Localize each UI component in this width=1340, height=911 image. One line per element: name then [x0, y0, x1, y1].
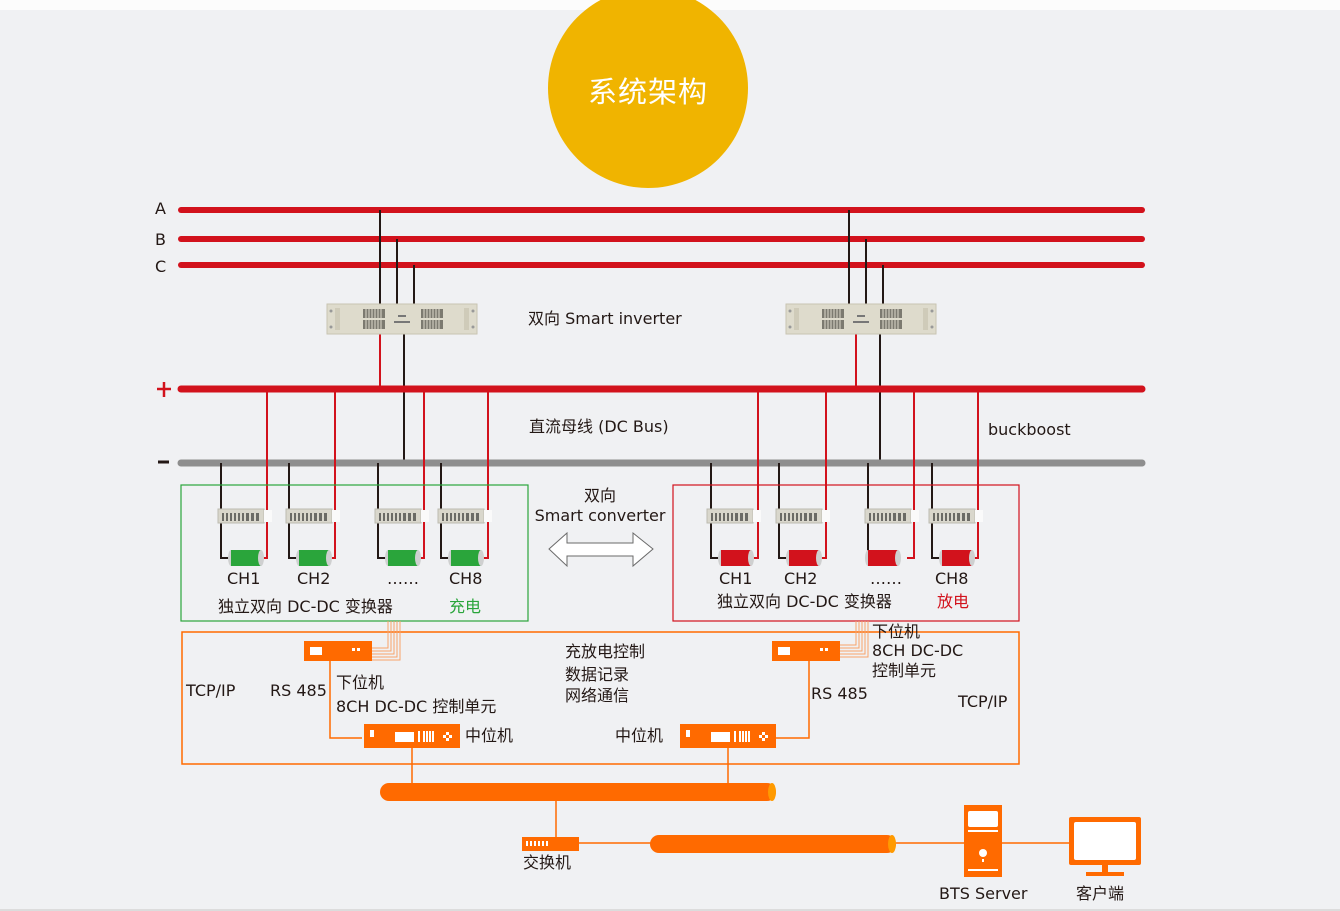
inverter-positive-wires [379, 333, 857, 389]
battery-ch8-charge [448, 550, 484, 566]
dcdc-module-ch1-right [706, 508, 762, 524]
channel-wires-right [710, 389, 979, 559]
discharge-mode-label: 放电 [937, 592, 970, 611]
lower-unit-desc-left: 8CH DC-DC 控制单元 [336, 697, 497, 716]
buckboost-label: buckboost [988, 420, 1071, 439]
smart-inverter-right [785, 303, 937, 335]
tcpip-label-left: TCP/IP [186, 681, 236, 700]
inverter-wires [379, 210, 884, 463]
network-bus-upper [380, 783, 776, 801]
channel-label: CH8 [449, 569, 483, 588]
dc-bus-label: 直流母线 (DC Bus) [529, 417, 669, 436]
channel-label: CH1 [719, 569, 753, 588]
lower-unit-desc-right-2: 控制单元 [872, 661, 937, 680]
dcdc-module-chn-left [374, 508, 430, 524]
control-box [181, 631, 1020, 765]
channel-wires-left [220, 389, 489, 559]
switch-label: 交换机 [523, 853, 572, 872]
network-bus-lower [650, 835, 896, 853]
converter-label-line2: Smart converter [534, 506, 666, 525]
dcdc-module-ch1-left [217, 508, 273, 524]
dcdc-module-chn-right [864, 508, 920, 524]
lower-unit-title-left: 下位机 [336, 673, 385, 692]
rs485-label-right: RS 485 [811, 684, 868, 703]
dcdc-module-ch2-left [285, 508, 341, 524]
bottom-divider [0, 909, 1340, 911]
discharge-group-box [672, 484, 1020, 622]
converter-label-line1: 双向 [583, 486, 616, 505]
inverter-label: 双向 Smart inverter [528, 309, 682, 328]
comm-cables-left [372, 621, 401, 661]
dcdc-module-ch2-right [775, 508, 831, 524]
battery-chn-charge [385, 550, 421, 566]
page-title: 系统架构 [587, 75, 708, 109]
charge-group-box [180, 484, 529, 622]
phase-label-c: C [155, 257, 167, 276]
middle-unit-left [364, 724, 460, 748]
battery-ch2-discharge [786, 550, 822, 566]
server-icon [964, 805, 1002, 877]
function-label: 网络通信 [565, 686, 630, 705]
dcdc-module-ch8-right [928, 508, 984, 524]
server-label: BTS Server [939, 884, 1028, 903]
phase-label-a: A [155, 199, 166, 218]
middle-unit-label-left: 中位机 [465, 726, 514, 745]
group-caption-discharge: 独立双向 DC-DC 变换器 [717, 592, 892, 611]
lower-unit-left [304, 641, 372, 661]
battery-ch1-discharge [718, 550, 754, 566]
channel-label: …… [870, 569, 902, 588]
phase-label-b: B [155, 230, 166, 249]
battery-ch1-charge [228, 550, 264, 566]
battery-ch2-charge [296, 550, 332, 566]
channel-label: …… [387, 569, 419, 588]
group-caption-charge: 独立双向 DC-DC 变换器 [218, 597, 393, 616]
rs485-line-right [776, 661, 810, 739]
ac-phase-lines [178, 207, 1145, 268]
channel-label: CH2 [297, 569, 331, 588]
comm-cables-right [840, 621, 869, 658]
lower-unit-desc-right-1: 8CH DC-DC [872, 641, 964, 660]
bidirectional-arrow-icon [548, 531, 654, 568]
function-label: 数据记录 [565, 665, 630, 684]
tcpip-label-right: TCP/IP [958, 692, 1008, 711]
rs485-label-left: RS 485 [270, 681, 327, 700]
switch-icon [522, 837, 579, 851]
charge-mode-label: 充电 [449, 597, 482, 616]
smart-inverter-left [326, 303, 478, 335]
lower-unit-title-right: 下位机 [872, 622, 921, 641]
channel-label: CH2 [784, 569, 818, 588]
function-label: 充放电控制 [565, 642, 646, 661]
client-monitor-icon [1069, 817, 1141, 876]
battery-ch8-discharge [939, 550, 975, 566]
lower-unit-right [772, 641, 840, 661]
channel-label: CH1 [227, 569, 261, 588]
middle-unit-label-right: 中位机 [615, 726, 664, 745]
middle-unit-right [680, 724, 776, 748]
channel-label: CH8 [935, 569, 969, 588]
client-label: 客户端 [1076, 884, 1125, 903]
battery-chn-discharge [865, 550, 901, 566]
title-circle: 系统架构 [548, 0, 748, 188]
dcdc-module-ch8-left [437, 508, 493, 524]
rs485-line-left [329, 661, 362, 739]
